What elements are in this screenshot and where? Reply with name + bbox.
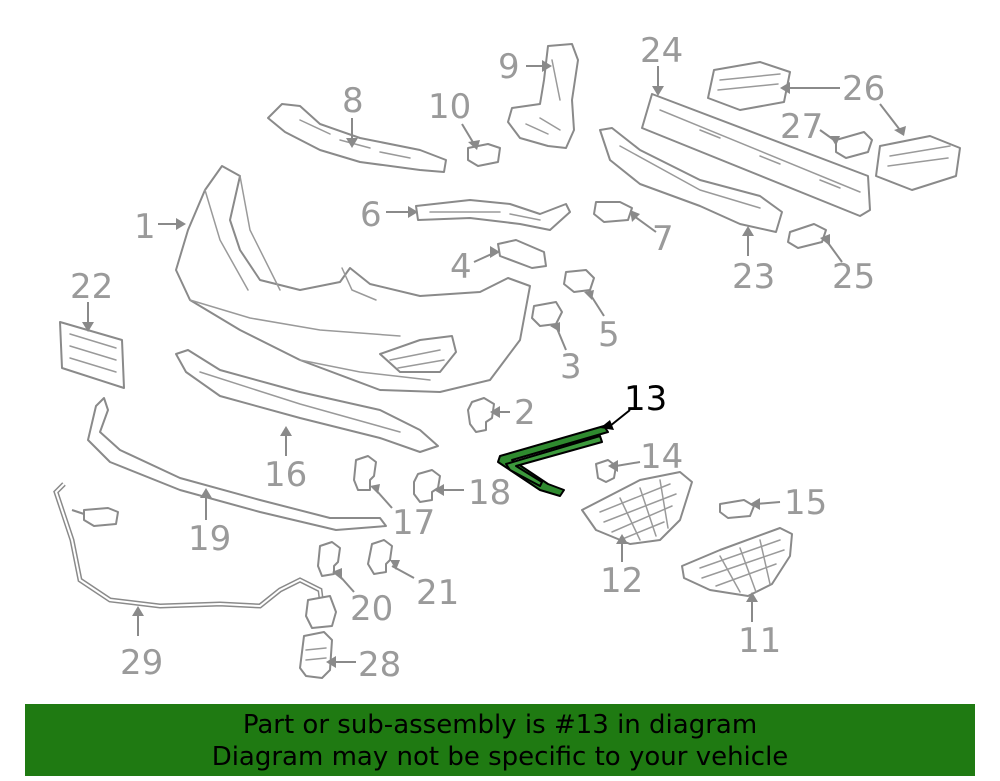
part-19-lower-trim: 19 bbox=[87, 397, 387, 559]
part-17-clip: 17 bbox=[353, 455, 435, 543]
label-25: 25 bbox=[832, 257, 875, 297]
label-29: 29 bbox=[120, 643, 163, 683]
label-14: 14 bbox=[640, 437, 683, 477]
label-7: 7 bbox=[652, 219, 674, 259]
part-25-bolt: 25 bbox=[787, 223, 875, 297]
label-4: 4 bbox=[450, 247, 472, 287]
part-24-reinforcement: 24 bbox=[640, 31, 871, 217]
label-18: 18 bbox=[468, 473, 511, 513]
part-29-wiring-harness: 29 bbox=[53, 482, 337, 683]
part-7-bolt: 7 bbox=[593, 201, 674, 259]
info-banner: Part or sub-assembly is #13 in diagram D… bbox=[25, 704, 975, 776]
part-11-lower-grille: 11 bbox=[681, 527, 793, 661]
part-18-clip: 18 bbox=[413, 469, 511, 513]
label-5: 5 bbox=[598, 315, 620, 355]
label-23: 23 bbox=[732, 257, 775, 297]
part-21-clip: 21 bbox=[367, 539, 459, 613]
parts-diagram: 8 9 10 24 26 27 bbox=[53, 31, 961, 685]
label-22: 22 bbox=[70, 267, 113, 307]
part-6-side-bracket: 6 bbox=[360, 195, 571, 235]
part-28-connector: 28 bbox=[299, 631, 401, 685]
part-1-bumper-cover: 1 bbox=[134, 165, 531, 393]
part-3-screw: 3 bbox=[531, 301, 582, 387]
part-16-lower-deflector: 16 bbox=[175, 349, 439, 495]
label-21: 21 bbox=[416, 573, 459, 613]
part-22-license-bracket: 22 bbox=[59, 267, 125, 389]
part-8-upper-bracket: 8 bbox=[267, 81, 447, 173]
part-27-bolt: 27 bbox=[780, 107, 873, 159]
part-12-grille: 12 bbox=[581, 471, 693, 601]
label-12: 12 bbox=[600, 561, 643, 601]
label-17: 17 bbox=[392, 503, 435, 543]
label-1: 1 bbox=[134, 207, 156, 247]
banner-disclaimer: Diagram may not be specific to your vehi… bbox=[211, 742, 789, 772]
label-8: 8 bbox=[342, 81, 364, 121]
label-19: 19 bbox=[188, 519, 231, 559]
part-23-absorber: 23 bbox=[599, 127, 783, 297]
part-13-trim-highlighted: 13 bbox=[497, 379, 667, 497]
part-20-clip: 20 bbox=[317, 541, 393, 629]
label-10: 10 bbox=[428, 87, 471, 127]
label-11: 11 bbox=[738, 621, 781, 661]
label-27: 27 bbox=[780, 107, 823, 147]
label-15: 15 bbox=[784, 483, 827, 523]
part-4-clip-bracket: 4 bbox=[450, 239, 547, 287]
part-9-side-bracket: 9 bbox=[498, 43, 579, 149]
label-3: 3 bbox=[560, 347, 582, 387]
part-2-clip: 2 bbox=[467, 393, 536, 433]
part-5-screw: 5 bbox=[563, 269, 620, 355]
label-13: 13 bbox=[624, 379, 667, 419]
part-15-bolt: 15 bbox=[719, 483, 827, 523]
label-26: 26 bbox=[842, 69, 885, 109]
label-9: 9 bbox=[498, 47, 520, 87]
part-14-clip: 14 bbox=[595, 437, 683, 483]
label-16: 16 bbox=[264, 455, 307, 495]
label-6: 6 bbox=[360, 195, 382, 235]
label-24: 24 bbox=[640, 31, 683, 71]
part-10-bolt: 10 bbox=[428, 87, 501, 167]
label-2: 2 bbox=[514, 393, 536, 433]
label-28: 28 bbox=[358, 645, 401, 685]
part-26-crash-box: 26 bbox=[707, 61, 961, 191]
banner-part-note: Part or sub-assembly is #13 in diagram bbox=[242, 710, 758, 740]
label-20: 20 bbox=[350, 589, 393, 629]
